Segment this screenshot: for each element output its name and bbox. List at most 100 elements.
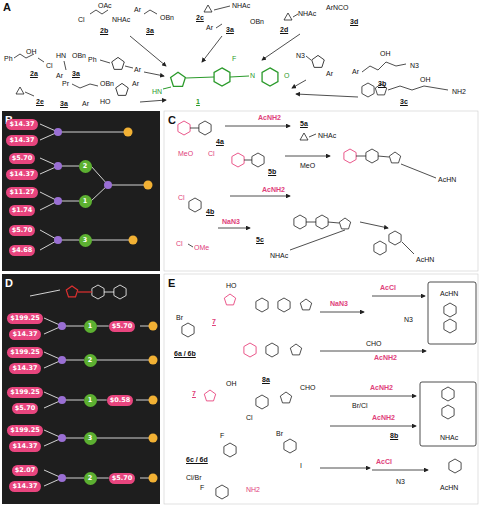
reagent-label: NaN3 <box>330 300 348 308</box>
compound-number: 2e <box>36 98 44 106</box>
atom-label: N3 <box>296 52 305 60</box>
node-text: $199.25 <box>10 315 40 322</box>
node-text: 1 <box>83 198 88 205</box>
atom-label: C <box>168 114 176 127</box>
price-node: $5.70 <box>109 321 136 332</box>
step-circle: 2 <box>84 354 97 367</box>
atom-label: OH <box>226 380 237 388</box>
step-circle: 1 <box>84 394 97 407</box>
atom-label: HO <box>100 98 111 106</box>
price-node: $14.37 <box>6 135 37 146</box>
node-text: 2 <box>88 475 93 482</box>
atom-label: A <box>3 1 11 14</box>
node-text: $14.37 <box>9 137 34 144</box>
atom-label: Ar <box>82 100 89 108</box>
atom-label: Ph <box>4 55 13 63</box>
node-text: $5.70 <box>112 475 133 482</box>
reagent-label: AcCl <box>376 458 392 466</box>
reagent-label: AcNH2 <box>374 354 397 362</box>
reagent-label: Cl <box>178 194 185 202</box>
atom-label: CHO <box>366 340 382 348</box>
compound-number: 5c <box>256 236 264 244</box>
atom-label: Ar <box>206 24 213 32</box>
compound-number: 2d <box>280 26 288 34</box>
compound-number: 7 <box>192 390 196 398</box>
compound-number: 3a <box>146 27 154 35</box>
step-circle: 3 <box>84 432 97 445</box>
compound-number: 5b <box>268 168 276 176</box>
reagent-label: Cl <box>208 150 215 158</box>
node-text: $5.70 <box>15 405 36 412</box>
node-text: 3 <box>83 237 88 244</box>
compound-number: 3c <box>400 98 408 106</box>
node-text: $14.37 <box>12 443 37 450</box>
step-circle: 2 <box>84 472 97 485</box>
atom-label: Ph <box>88 56 97 64</box>
node-text: $5.70 <box>12 155 33 162</box>
reagent-label: OMe <box>194 244 209 252</box>
compound-number: 4a <box>216 138 224 146</box>
atom-label: OH <box>380 50 391 58</box>
node-text: $4.68 <box>12 247 33 254</box>
atom-label: Cl <box>246 414 253 422</box>
price-node: $11.27 <box>6 187 37 198</box>
atom-label: Br/Cl <box>352 402 368 410</box>
atom-label: NHAc <box>112 16 130 24</box>
node-text: 1 <box>88 397 93 404</box>
atom-label: AcHN <box>440 484 458 492</box>
compound-number: 3a <box>72 70 80 78</box>
compound-number: 2a <box>30 70 38 78</box>
compound-number: 7 <box>212 318 216 326</box>
atom-label: MeO <box>300 162 315 170</box>
atom-label: NHAc <box>440 434 458 442</box>
reagent-label: MeO <box>178 150 193 158</box>
atom-label: HO <box>226 282 237 290</box>
atom-label: Cl/Br <box>186 474 202 482</box>
node-text: 2 <box>88 357 93 364</box>
price-node: $14.37 <box>9 441 40 452</box>
price-node: $199.25 <box>7 387 43 398</box>
price-node: $0.58 <box>107 395 134 406</box>
atom-label: NHAc <box>232 2 250 10</box>
atom-label: Br <box>176 314 183 322</box>
atom-label: N3 <box>396 478 405 486</box>
atom-label: NH2 <box>452 88 466 96</box>
atom-label: OBn <box>72 52 86 60</box>
atom-label: OH <box>420 76 431 84</box>
price-node: $2.07 <box>12 465 39 476</box>
node-text: $0.58 <box>110 397 131 404</box>
atom-label: F <box>200 484 204 492</box>
price-node: $5.70 <box>12 403 39 414</box>
node-text: $199.25 <box>10 427 40 434</box>
atom-label: Ar <box>132 80 139 88</box>
compound-number: 6c / 6d <box>186 456 208 464</box>
atom-label: Cl <box>46 62 53 70</box>
step-circle: 1 <box>84 320 97 333</box>
atom-label: D <box>5 277 13 290</box>
node-text: $14.37 <box>12 483 37 490</box>
atom-label: HN <box>56 52 66 60</box>
compound-number: 2b <box>100 27 108 35</box>
node-text: $14.37 <box>9 121 34 128</box>
atom-label: NHAc <box>270 252 288 260</box>
node-text: $14.37 <box>9 171 34 178</box>
compound-number: 3b <box>378 80 386 88</box>
dark-panel <box>2 274 160 504</box>
atom-label: I <box>300 462 302 470</box>
reagent-label: AcNH2 <box>370 384 393 392</box>
reagent-label: Cl <box>176 240 183 248</box>
price-node: $14.37 <box>6 169 37 180</box>
tree-connector <box>97 400 107 401</box>
atom-label: E <box>168 277 175 290</box>
reagent-label: AcNH2 <box>372 414 395 422</box>
atom-label: NHAc <box>298 10 316 18</box>
atom-label: Ar <box>352 68 359 76</box>
price-node: $5.70 <box>9 153 36 164</box>
node-text: $5.70 <box>112 323 133 330</box>
price-node: $5.70 <box>109 473 136 484</box>
node-text: 1 <box>88 323 93 330</box>
price-node: $4.68 <box>9 245 36 256</box>
node-text: $199.25 <box>10 349 40 356</box>
step-circle: 3 <box>79 234 92 247</box>
node-text: $5.70 <box>12 227 33 234</box>
